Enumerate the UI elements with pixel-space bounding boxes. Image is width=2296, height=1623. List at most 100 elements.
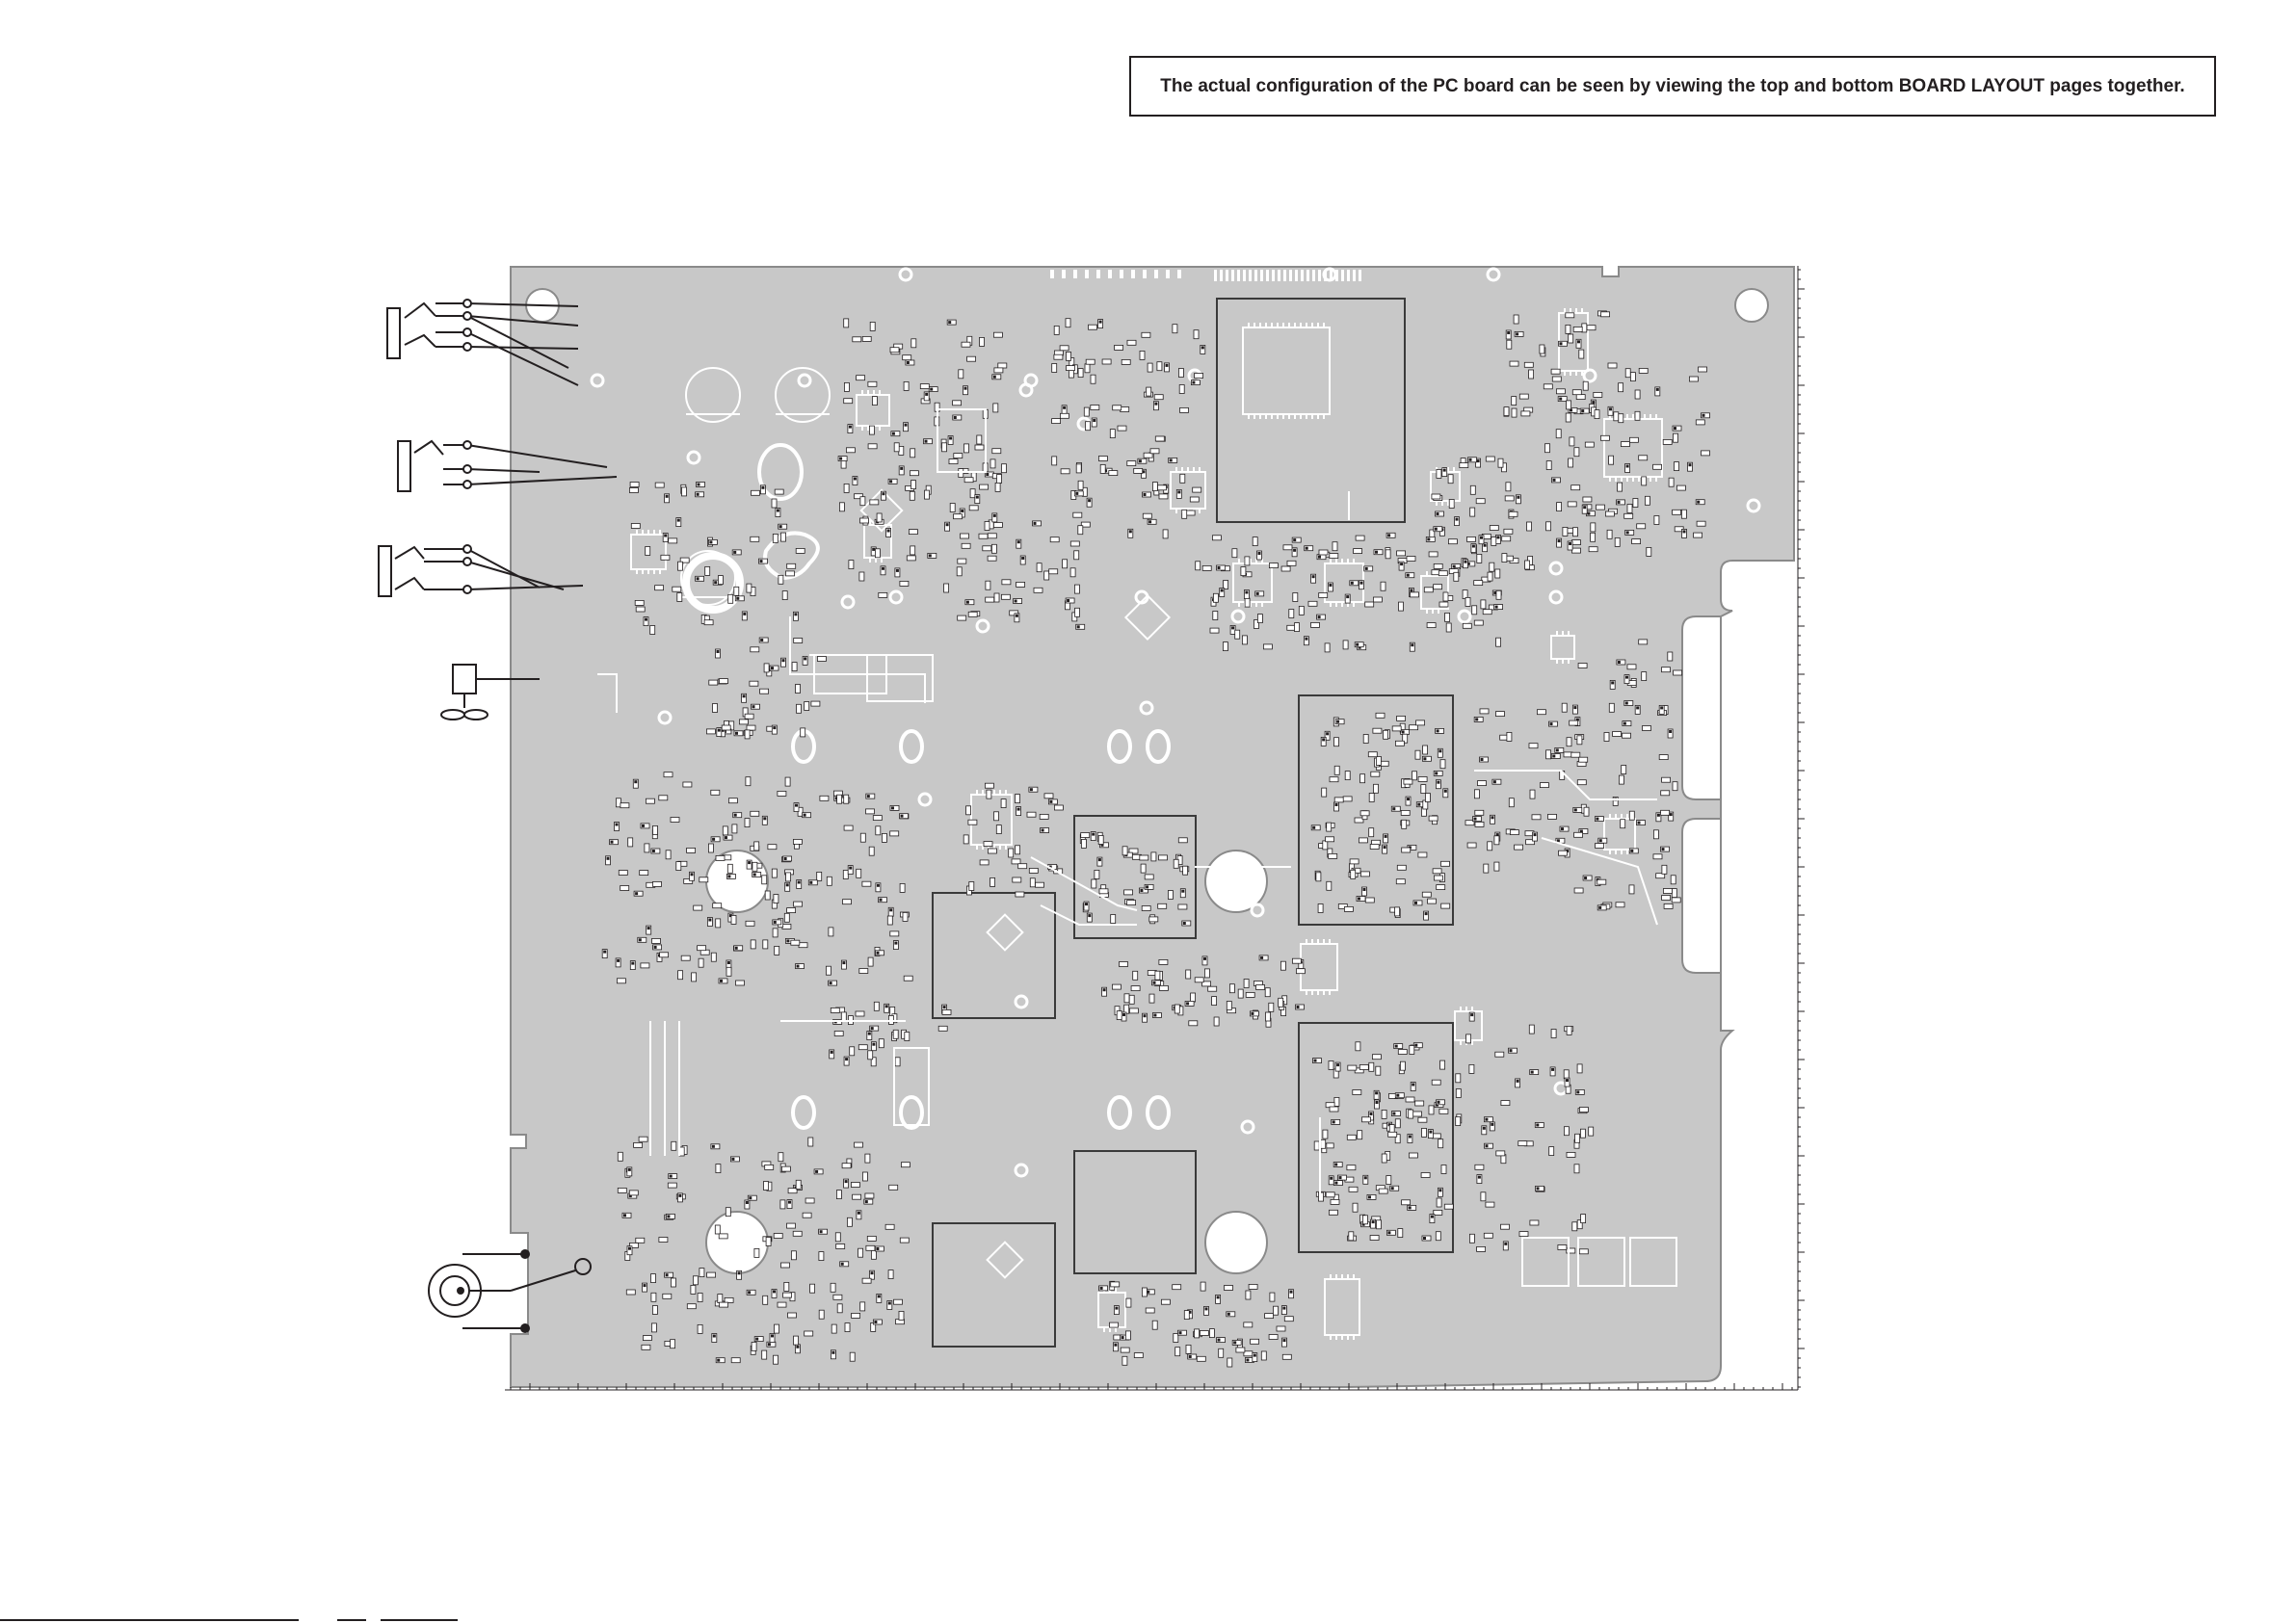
smd-pad	[1030, 788, 1033, 791]
smd-component	[1060, 346, 1069, 351]
smd-pad	[639, 938, 642, 941]
smd-component	[1418, 1117, 1427, 1122]
smd-pad	[670, 1175, 673, 1178]
smd-component	[1368, 752, 1377, 757]
edge-pad	[1341, 270, 1344, 281]
smd-component	[1129, 1008, 1138, 1013]
smd-component	[1662, 668, 1671, 672]
smd-pad	[1179, 1331, 1182, 1334]
smd-component	[1359, 838, 1367, 843]
smd-component	[720, 1302, 728, 1307]
smd-pad	[708, 919, 711, 922]
smd-pad	[1470, 1013, 1473, 1016]
smd-component	[1365, 602, 1374, 607]
smd-component	[709, 680, 718, 685]
smd-component	[1412, 772, 1417, 780]
smd-component	[844, 399, 853, 404]
smd-component	[1478, 781, 1487, 786]
smd-pad	[1485, 1118, 1488, 1121]
smd-pad	[1407, 798, 1410, 800]
smd-pad	[1392, 807, 1395, 810]
smd-component	[734, 587, 739, 595]
smd-component	[979, 534, 988, 538]
smd-component	[1329, 1210, 1337, 1215]
smd-component	[1481, 600, 1486, 609]
smd-component	[911, 481, 916, 489]
smd-component	[1362, 1117, 1371, 1122]
smd-pad	[1203, 957, 1206, 960]
smd-pad	[797, 965, 800, 968]
smd-pad	[720, 980, 723, 982]
smd-component	[909, 530, 917, 535]
smd-pad	[1356, 643, 1359, 646]
smd-component	[1155, 971, 1160, 980]
smd-component	[1054, 805, 1063, 810]
smd-component	[870, 322, 875, 330]
smd-component	[1643, 726, 1651, 731]
smd-component	[1454, 572, 1459, 581]
smd-component	[1564, 1127, 1569, 1136]
smd-component	[820, 796, 829, 800]
smd-pad	[1017, 808, 1020, 811]
smd-component	[1619, 383, 1623, 392]
smd-pad	[1414, 1044, 1417, 1047]
smd-component	[1287, 561, 1296, 565]
smd-component	[711, 790, 720, 795]
smd-component	[1251, 1339, 1259, 1344]
smd-component	[1474, 581, 1483, 586]
smd-component	[1142, 1288, 1147, 1296]
smd-component	[843, 900, 852, 904]
smd-pad	[1592, 401, 1595, 404]
smd-component	[1189, 1021, 1198, 1026]
smd-component	[1537, 710, 1545, 715]
smd-component	[1605, 511, 1614, 516]
smd-component	[1507, 732, 1512, 741]
smd-component	[852, 1313, 860, 1318]
smd-pad	[1657, 814, 1660, 817]
smd-component	[859, 969, 868, 974]
smd-component	[676, 862, 681, 871]
smd-component	[1512, 397, 1517, 406]
smd-pad	[966, 601, 969, 604]
smd-component	[1149, 994, 1154, 1003]
smd-component	[1475, 822, 1484, 826]
smd-component	[653, 881, 662, 886]
smd-pad	[1372, 1220, 1375, 1223]
smd-component	[1466, 1034, 1471, 1043]
smd-component	[949, 459, 958, 464]
smd-component	[853, 337, 861, 342]
smd-component	[920, 384, 929, 389]
smd-component	[1702, 451, 1710, 456]
smd-component	[1002, 580, 1011, 585]
smd-pad	[867, 795, 870, 798]
smd-pad	[1085, 903, 1088, 905]
smd-component	[1406, 1097, 1414, 1102]
smd-component	[1109, 471, 1118, 476]
smd-component	[801, 728, 805, 737]
smd-component	[857, 869, 861, 877]
smd-component	[1213, 612, 1218, 620]
smd-pad	[1551, 1068, 1554, 1071]
smd-component	[865, 1193, 874, 1198]
smd-component	[1446, 623, 1451, 632]
smd-component	[844, 795, 849, 803]
smd-component	[1428, 899, 1437, 903]
smd-pad	[1477, 459, 1480, 462]
smd-pad	[779, 525, 782, 528]
smd-component	[786, 571, 795, 576]
smd-component	[1505, 496, 1514, 501]
smd-pad	[1491, 816, 1494, 819]
smd-component	[1400, 1061, 1405, 1070]
smd-component	[1639, 456, 1648, 460]
smd-component	[698, 946, 706, 951]
smd-pad	[1435, 772, 1438, 774]
smd-component	[1512, 408, 1517, 417]
smd-component	[954, 454, 963, 458]
smd-component	[901, 1163, 910, 1167]
smd-component	[1213, 593, 1218, 602]
smd-pad	[1625, 702, 1628, 705]
smd-component	[1591, 523, 1596, 532]
smd-component	[986, 597, 994, 602]
smd-component	[843, 871, 848, 879]
smd-component	[1173, 325, 1177, 333]
